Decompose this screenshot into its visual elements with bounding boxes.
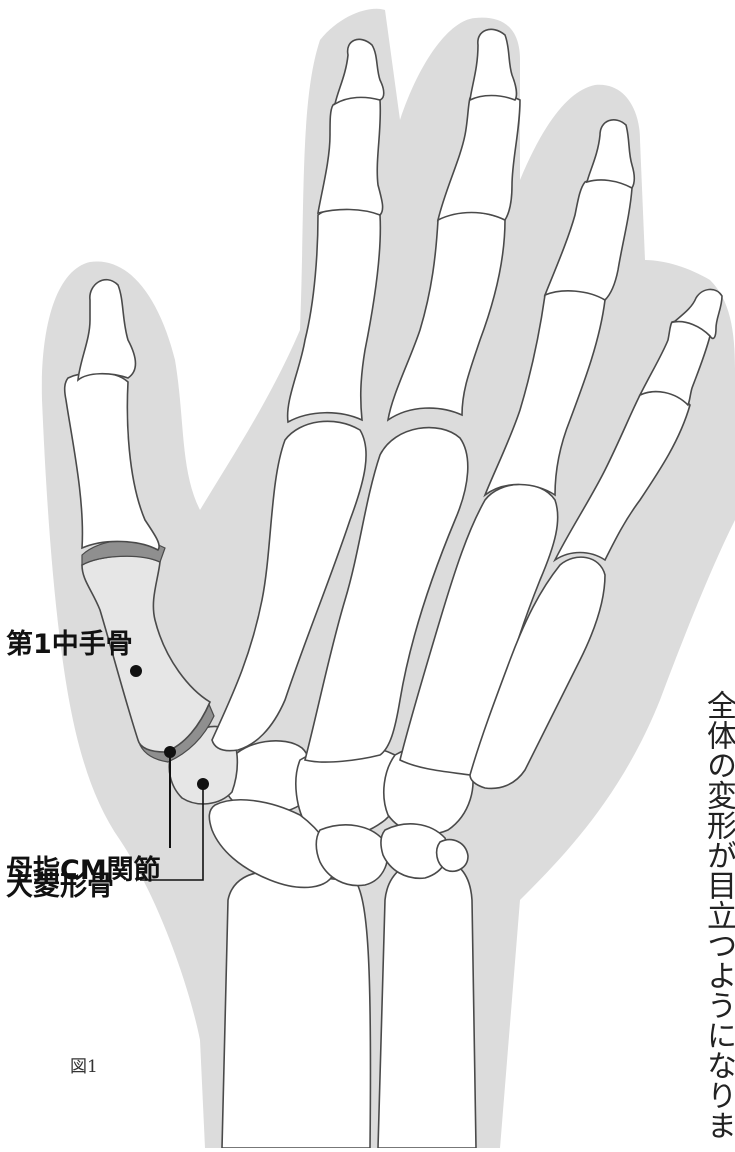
ulna-bone: [378, 858, 476, 1148]
radius-bone: [222, 872, 370, 1148]
metacarpal-marker-dot: [130, 665, 142, 677]
label-trapezium: 大菱形骨: [6, 864, 114, 903]
label-first-metacarpal: 第1中手骨: [6, 622, 133, 661]
figure-caption: 図1: [70, 1052, 98, 1077]
side-vertical-text: 全体の変形が目立つようになります: [702, 690, 735, 1148]
pisiform-bone: [437, 840, 468, 872]
